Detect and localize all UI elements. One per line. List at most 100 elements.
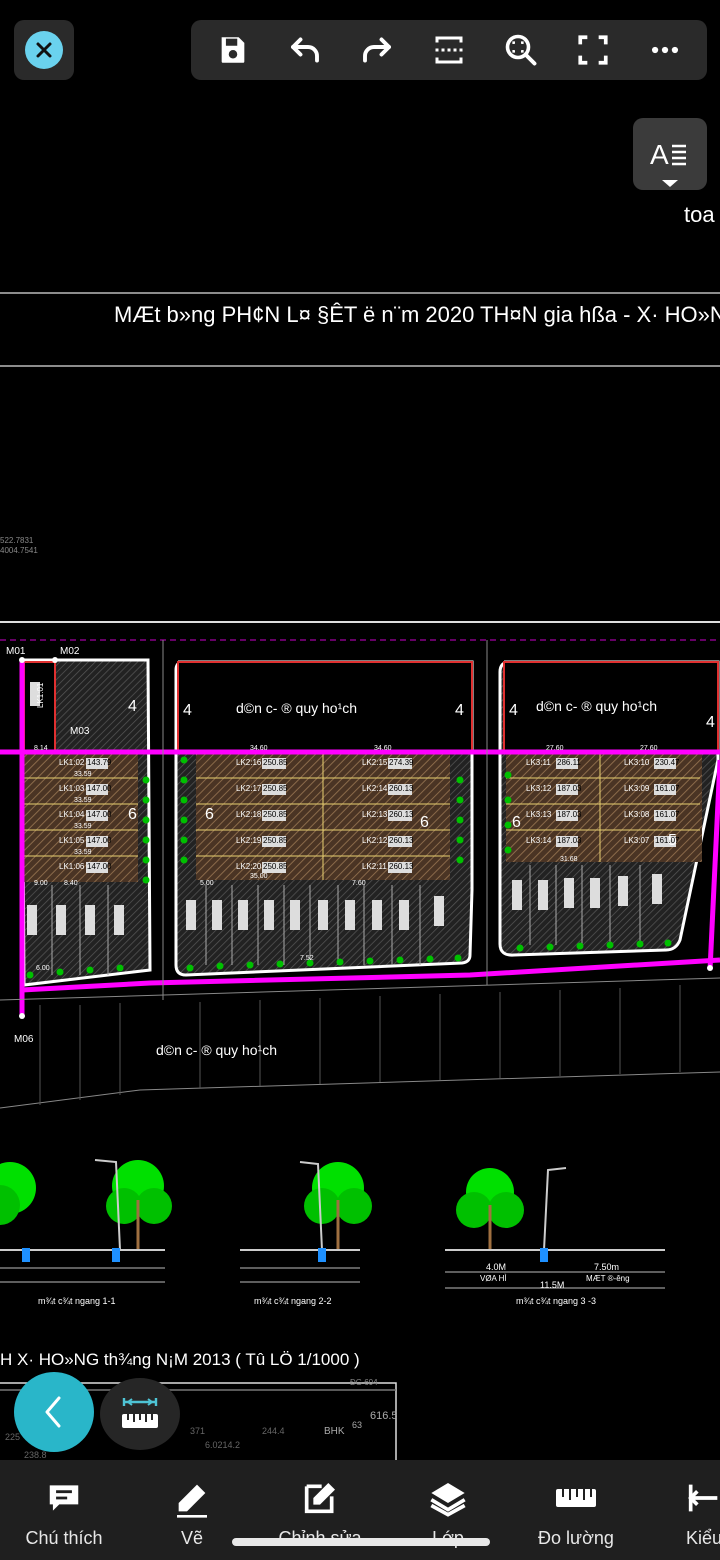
block-lk1 xyxy=(20,658,152,987)
fit-width-button[interactable] xyxy=(421,22,477,78)
lot-area: 260.13 xyxy=(389,862,414,871)
section3-road: 7.50m xyxy=(594,1262,620,1272)
tool-label: Đo lường xyxy=(538,1528,614,1548)
table-text: 63 xyxy=(352,1420,363,1430)
edit-icon xyxy=(304,1483,335,1514)
lot-id: LK2:11 xyxy=(362,862,387,871)
undo-button[interactable] xyxy=(277,22,333,78)
road-code: 4 xyxy=(509,702,518,719)
road-code: 6 xyxy=(420,814,429,831)
fullscreen-icon xyxy=(578,35,608,65)
style-icon xyxy=(688,1484,718,1512)
section-title-1: m¾t c¾t ngang 1-1 xyxy=(38,1296,116,1306)
lot-id: LK3:12 xyxy=(526,784,552,793)
lot-area: 143.79 xyxy=(87,758,112,767)
more-button[interactable] xyxy=(637,22,693,78)
table-text: 244.4 xyxy=(262,1426,285,1436)
marker-m03: M03 xyxy=(70,726,90,737)
ruler-icon xyxy=(556,1489,596,1507)
tool-label: Vẽ xyxy=(180,1528,204,1548)
svg-text:A: A xyxy=(650,139,669,170)
dimension: 31.68 xyxy=(560,856,578,863)
cad-drawing-svg xyxy=(0,292,720,1460)
lot-id: LK2:19 xyxy=(236,836,262,845)
measure-button[interactable] xyxy=(100,1378,180,1450)
section3-sidewalk: 4.0M xyxy=(486,1262,507,1272)
road-code: 4 xyxy=(455,702,464,719)
lot-area: 250.85 xyxy=(263,810,288,819)
undo-icon xyxy=(291,37,319,63)
fullscreen-button[interactable] xyxy=(565,22,621,78)
lot-id: LK2:16 xyxy=(236,758,262,767)
road-code: 5 xyxy=(668,832,677,849)
section3-sidewalk-label: VØA HÌ xyxy=(480,1274,507,1283)
lot-id: LK2:14 xyxy=(362,784,388,793)
lot-id: LK3:14 xyxy=(526,836,552,845)
lot-id: LK2:13 xyxy=(362,810,388,819)
dimension: 27.60 xyxy=(546,745,564,752)
lot-area: 161.07 xyxy=(655,784,680,793)
dimension: 8.14 xyxy=(34,745,48,752)
section-title-2: m¾t c¾t ngang 2-2 xyxy=(254,1296,332,1306)
lot-area: 161.07 xyxy=(655,836,680,845)
lot-id: LK1:01 xyxy=(36,682,45,708)
home-indicator[interactable] xyxy=(232,1538,490,1546)
lot-id: LK2:17 xyxy=(236,784,262,793)
zone-label-1: d©n c- ® quy ho¹ch xyxy=(236,700,358,716)
close-icon xyxy=(25,31,63,69)
lot-id: LK1:05 xyxy=(59,836,85,845)
text-style-button[interactable]: A xyxy=(633,118,707,190)
lot-area: 250.85 xyxy=(263,784,288,793)
lot-area: 286.11 xyxy=(557,758,581,767)
crop-icon xyxy=(435,36,463,64)
lot-id: LK3:13 xyxy=(526,810,552,819)
dimension: 27.60 xyxy=(640,745,658,752)
tool-label: Kiểu xyxy=(685,1528,720,1548)
section3-road-label: MÆT ®-êng xyxy=(586,1274,630,1283)
marker-m06: M06 xyxy=(14,1034,34,1045)
tool-annotation[interactable]: Chú thích xyxy=(0,1460,128,1560)
dimension: 6.00 xyxy=(36,965,50,972)
lot-area: 250.85 xyxy=(263,836,288,845)
pencil-icon xyxy=(177,1484,207,1518)
save-icon xyxy=(221,37,245,63)
tool-measure[interactable]: Đo lường xyxy=(512,1460,640,1560)
drawing-title: MÆt b»ng PH¢N L¤ §ÊT ë n¨m 2020 TH¤N gia… xyxy=(114,302,720,327)
save-button[interactable] xyxy=(205,22,261,78)
section3-total: 11.5M xyxy=(540,1280,565,1290)
zoom-button[interactable] xyxy=(493,22,549,78)
table-text: ĐG 604 xyxy=(350,1378,378,1387)
dimension: 9.00 xyxy=(34,880,48,887)
lot-id: LK2:12 xyxy=(362,836,388,845)
cross-section-3 xyxy=(445,1167,665,1289)
redo-icon xyxy=(363,37,391,63)
text-align-icon: A xyxy=(650,139,686,170)
lot-id: LK3:07 xyxy=(624,836,650,845)
cross-section-2 xyxy=(240,1161,372,1283)
lot-area: 260.13 xyxy=(389,784,414,793)
dimension: 34.60 xyxy=(250,745,268,752)
table-text: 371 xyxy=(190,1426,206,1436)
marker-m01: M01 xyxy=(6,646,26,657)
dimension: 33.59 xyxy=(74,823,92,830)
road-code: 4 xyxy=(128,698,137,715)
tool-label: Chú thích xyxy=(25,1528,103,1548)
lot-id: LK1:06 xyxy=(59,862,85,871)
back-button[interactable] xyxy=(14,1372,94,1452)
zone-label-2: d©n c- ® quy ho¹ch xyxy=(536,698,658,714)
close-button[interactable] xyxy=(14,20,74,80)
tool-draw[interactable]: Vẽ xyxy=(128,1460,256,1560)
redo-button[interactable] xyxy=(349,22,405,78)
road-code: 6 xyxy=(205,806,214,823)
dimension: 5.00 xyxy=(200,880,214,887)
chevron-left-icon xyxy=(45,1396,61,1428)
road-code: 6 xyxy=(512,814,521,831)
tool-style[interactable]: Kiểu xyxy=(640,1460,720,1560)
road-code: 6 xyxy=(128,806,137,823)
lot-area: 230.47 xyxy=(655,758,680,767)
lot-area: 147.00 xyxy=(87,862,112,871)
lot-area: 260.13 xyxy=(389,810,414,819)
cad-drawing-canvas[interactable]: MÆt b»ng PH¢N L¤ §ÊT ë n¨m 2020 TH¤N gia… xyxy=(0,0,720,1460)
dimension: 33.59 xyxy=(74,797,92,804)
dimension: 33.59 xyxy=(74,771,92,778)
